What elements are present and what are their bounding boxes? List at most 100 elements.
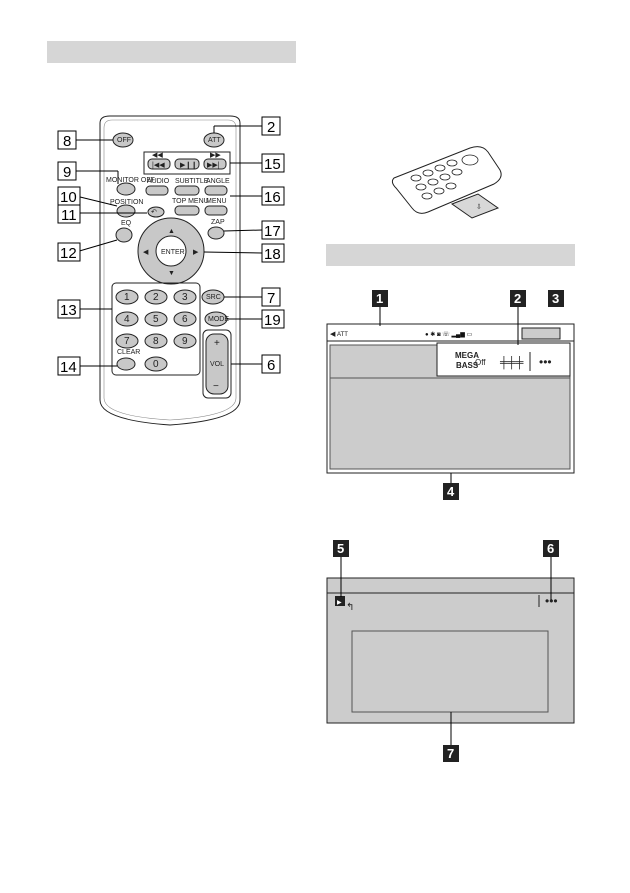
digit-button[interactable]: 7 xyxy=(115,333,139,349)
section-header-bar-left xyxy=(47,41,296,63)
vol-plus-label: + xyxy=(214,338,220,349)
svg-text:4: 4 xyxy=(124,314,130,325)
screen1-callouts xyxy=(379,307,519,483)
callout-12: 12 xyxy=(60,245,77,262)
svg-text:5: 5 xyxy=(153,314,159,325)
callout-11: 11 xyxy=(61,207,77,224)
more-options-button[interactable]: ••• xyxy=(539,355,552,369)
digit-button[interactable]: 9 xyxy=(173,333,197,349)
digit-button[interactable]: 5 xyxy=(144,311,168,327)
number-pad: 1 2 3 4 5 6 7 8 9 0 xyxy=(115,289,197,372)
digit-button[interactable]: 2 xyxy=(144,289,168,305)
digit-button[interactable]: 3 xyxy=(173,289,197,305)
angle-label: ANGLE xyxy=(206,178,230,185)
audio-button[interactable] xyxy=(145,185,169,196)
callout-18: 18 xyxy=(264,246,281,263)
callout-screen-7: 7 xyxy=(447,746,454,761)
fast-forward-icon: ▶▶ xyxy=(210,152,221,159)
svg-text:7: 7 xyxy=(124,336,130,347)
callout-19: 19 xyxy=(264,312,281,329)
left-arrow-icon: ◀ xyxy=(143,249,149,256)
position-button[interactable] xyxy=(116,204,136,218)
callout-10: 10 xyxy=(60,189,77,206)
callout-16: 16 xyxy=(264,189,281,206)
digit-button[interactable]: 8 xyxy=(144,333,168,349)
prev-button[interactable] xyxy=(147,158,171,170)
section-header-bar-right xyxy=(326,244,575,266)
volume-rocker[interactable] xyxy=(205,333,229,395)
audio-label: AUDIO xyxy=(147,178,170,185)
position-label: POSITION xyxy=(110,199,143,206)
src-label: SRC xyxy=(206,294,221,301)
callout-screen-6: 6 xyxy=(547,541,554,556)
subtitle-label: SUBTITLE xyxy=(175,178,209,185)
bass-off-label: Off xyxy=(475,358,486,367)
clock-area xyxy=(521,327,561,340)
down-arrow-icon: ▼ xyxy=(168,270,175,277)
eq-label: EQ xyxy=(121,220,132,227)
battery-insertion-illustration: ⇩ xyxy=(391,146,502,219)
top-menu-label: TOP MENU xyxy=(172,198,209,205)
att-label: ATT xyxy=(208,137,221,144)
bass-label: BASS xyxy=(456,361,479,370)
callout-screen-3: 3 xyxy=(552,291,559,306)
angle-button[interactable] xyxy=(204,185,228,196)
svg-text:1: 1 xyxy=(124,292,130,303)
monitor-off-button[interactable] xyxy=(116,182,136,196)
callout-2: 2 xyxy=(267,119,275,136)
quick-menu-panel xyxy=(436,342,571,377)
rewind-icon: ◀◀ xyxy=(152,152,163,159)
digit-button[interactable]: 6 xyxy=(173,311,197,327)
remote-callouts xyxy=(75,125,263,367)
eq-settings-icon[interactable]: ╪╪╪ xyxy=(499,355,524,370)
enter-button[interactable] xyxy=(155,235,187,267)
callout-15: 15 xyxy=(264,156,281,173)
menu-button[interactable] xyxy=(204,205,228,216)
remote-commander: OFF ATT |◀◀ ◀◀ ▶❙❙ ▶▶| ▶▶ MONITOR OFF AU… xyxy=(99,115,241,426)
clear-button[interactable] xyxy=(116,357,136,371)
vol-label: VOL xyxy=(210,361,224,368)
mega-label: MEGA xyxy=(455,351,479,360)
up-arrow-icon: ▲ xyxy=(168,228,175,235)
zap-button[interactable] xyxy=(207,226,225,240)
clear-label: CLEAR xyxy=(117,349,140,356)
digit-button[interactable]: 4 xyxy=(115,311,139,327)
callout-screen-2: 2 xyxy=(514,291,521,306)
play-pause-icon: ▶❙❙ xyxy=(180,161,197,169)
callout-9: 9 xyxy=(63,164,71,181)
digit-button[interactable]: 0 xyxy=(144,356,168,372)
remote-callout-labels: 8 2 9 15 10 16 11 12 17 18 13 7 19 14 6 xyxy=(57,116,285,376)
display-screen-2: ▶ ↰ ••• xyxy=(326,577,575,724)
svg-text:2: 2 xyxy=(153,292,159,303)
att-indicator: ATT xyxy=(337,332,348,338)
svg-text:8: 8 xyxy=(153,336,159,347)
off-label: OFF xyxy=(117,137,131,144)
eq-button[interactable] xyxy=(115,227,133,243)
prev-icon: |◀◀ xyxy=(152,162,165,169)
more-options-button-2[interactable]: ••• xyxy=(545,594,558,608)
mode-label: MODE xyxy=(208,316,229,323)
top-menu-button[interactable] xyxy=(174,205,200,216)
screen2-callouts xyxy=(340,557,552,745)
play-pause-button[interactable] xyxy=(174,158,200,170)
zap-label: ZAP xyxy=(211,219,225,226)
callout-screen-5: 5 xyxy=(337,541,344,556)
digit-button[interactable]: 1 xyxy=(115,289,139,305)
status-icons: ● ✱ ◙ ☏ ▂▄▆ ▭ xyxy=(425,331,473,338)
back-arrow-icon[interactable]: ↰ xyxy=(346,602,354,613)
callout-6: 6 xyxy=(267,357,275,374)
back-button[interactable] xyxy=(147,206,165,218)
subtitle-button[interactable] xyxy=(174,185,200,196)
next-button[interactable] xyxy=(203,158,227,170)
callout-screen-1: 1 xyxy=(376,291,383,306)
enter-label: ENTER xyxy=(161,249,185,256)
svg-text:9: 9 xyxy=(182,336,188,347)
battery-tray-arrow-icon: ⇩ xyxy=(476,203,482,211)
menu-label: MENU xyxy=(206,198,227,205)
svg-text:▶: ▶ xyxy=(337,600,342,606)
svg-text:6: 6 xyxy=(182,314,188,325)
callout-14: 14 xyxy=(60,359,77,376)
source-icon[interactable] xyxy=(335,596,345,606)
speaker-icon: ◀ xyxy=(330,331,336,338)
callout-8: 8 xyxy=(63,133,71,150)
